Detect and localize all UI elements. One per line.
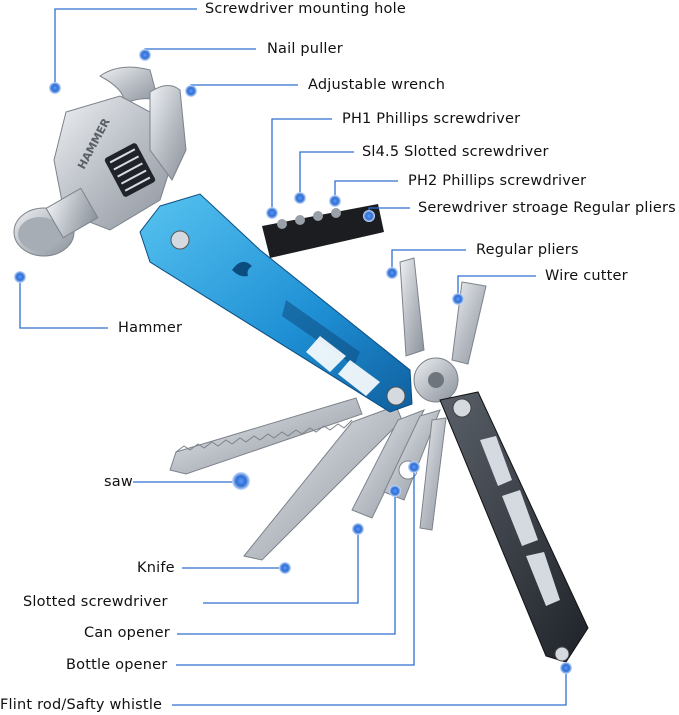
label-adjustable-wrench: Adjustable wrench: [308, 77, 446, 93]
dark-handle: [439, 391, 589, 663]
dot-sl45: [294, 192, 306, 204]
saw-blade: [169, 397, 363, 475]
blue-handle: [139, 193, 413, 413]
dot-bottle-opener: [408, 461, 420, 473]
dot-ph1: [266, 207, 278, 219]
label-bottle-opener: Bottle opener: [66, 657, 168, 673]
leader-sl45: [299, 151, 354, 195]
label-saw: saw: [104, 474, 133, 490]
dot-flint-rod: [560, 662, 572, 674]
leader-flint-rod: [172, 671, 567, 706]
label-knife: Knife: [137, 560, 175, 576]
leader-can-opener: [177, 494, 396, 635]
leader-lines: [19, 8, 567, 706]
dot-nail-puller: [139, 49, 151, 61]
pliers-jaws: [399, 257, 487, 403]
leader-ph1: [271, 118, 332, 210]
label-screwdriver-mounting-hole: Screwdriver mounting hole: [205, 1, 406, 17]
leader-adjustable-wrench: [190, 84, 298, 88]
leader-bottle-opener: [176, 469, 415, 666]
leader-slotted-screwdriver: [203, 531, 359, 604]
label-ph1: PH1 Phillips screwdriver: [342, 111, 521, 127]
label-ph2: PH2 Phillips screwdriver: [408, 173, 587, 189]
dot-saw: [232, 472, 250, 490]
leader-hammer: [19, 274, 108, 329]
hammer-head: HAMMER: [13, 66, 187, 257]
label-sl45: Sl4.5 Slotted screwdriver: [362, 144, 549, 160]
dot-adjustable-wrench: [185, 85, 197, 97]
label-hammer: Hammer: [118, 320, 183, 336]
dot-hammer: [14, 271, 26, 283]
leader-wire-cutter: [457, 275, 536, 296]
label-regular-pliers: Regular pliers: [476, 242, 579, 258]
label-nail-puller: Nail puller: [267, 41, 343, 57]
dot-screwdriver-mounting-hole: [49, 82, 61, 94]
dot-knife: [279, 562, 291, 574]
label-storage: Serewdriver stroage Regular pliers: [418, 200, 676, 216]
dot-storage: [363, 210, 375, 222]
label-can-opener: Can opener: [84, 625, 170, 641]
knife-blade: [243, 405, 403, 561]
leader-ph2: [334, 180, 398, 198]
dot-can-opener: [389, 485, 401, 497]
dot-ph2: [329, 195, 341, 207]
tool-illustration: HAMMER: [13, 66, 589, 663]
dot-regular-pliers: [386, 267, 398, 279]
leader-regular-pliers: [391, 249, 466, 270]
callout-dots: [14, 49, 572, 674]
dot-slotted-screwdriver: [352, 523, 364, 535]
label-flint-rod: Flint rod/Safty whistle: [0, 697, 163, 713]
bit-storage: [262, 204, 384, 258]
leader-screwdriver-mounting-hole: [54, 8, 197, 84]
dot-wire-cutter: [452, 293, 464, 305]
label-wire-cutter: Wire cutter: [545, 268, 628, 284]
label-slotted-screwdriver: Slotted screwdriver: [23, 594, 168, 610]
leader-nail-puller: [144, 48, 256, 52]
